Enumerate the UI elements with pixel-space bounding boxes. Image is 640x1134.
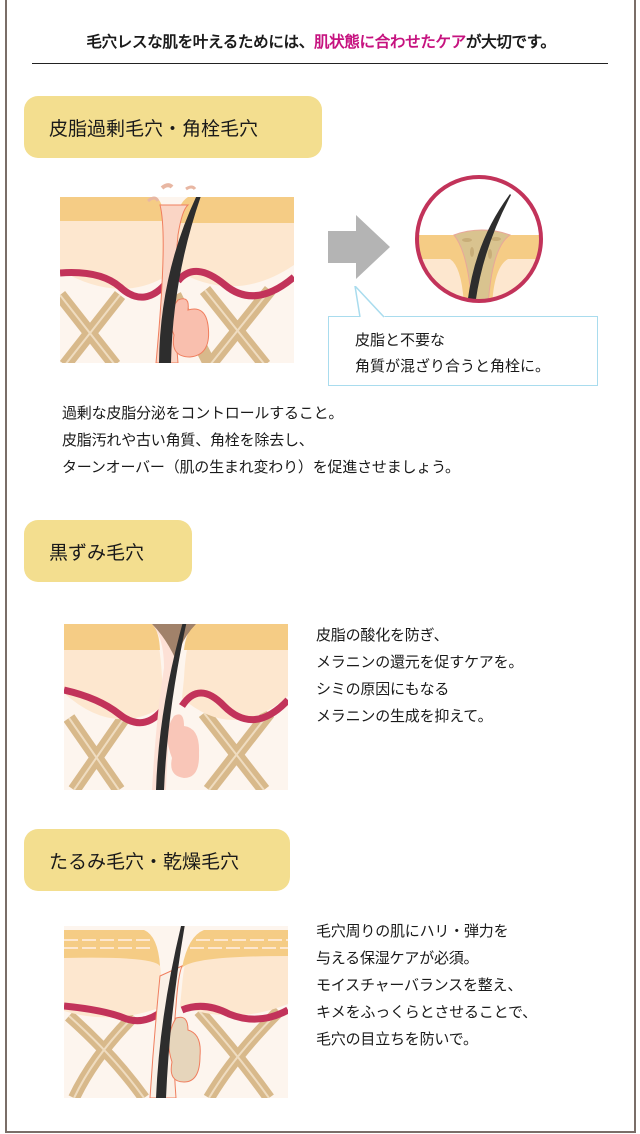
description-line: キメをふっくらとさせることで、: [316, 1003, 537, 1021]
section-label-dark-pores: 黒ずみ毛穴: [24, 520, 192, 582]
section-description: 毛穴周りの肌にハリ・弾力を 与える保湿ケアが必須。 モイスチャーバランスを整え、…: [316, 918, 537, 1053]
pore-closeup-circle: [415, 175, 543, 303]
pore-illustration-blackhead: [64, 624, 288, 790]
intro-prefix: 毛穴レスな肌を叶えるためには、: [86, 33, 314, 51]
intro-headline: 毛穴レスな肌を叶えるためには、肌状態に合わせたケアが大切です。: [34, 30, 608, 52]
section-title: 黒ずみ毛穴: [49, 541, 145, 564]
section-label-sagging-pores: たるみ毛穴・乾燥毛穴: [24, 829, 290, 891]
callout-line: 角質が混ざり合うと角栓に。: [355, 357, 551, 375]
description-line: モイスチャーバランスを整え、: [316, 976, 523, 994]
description-line: 皮脂の酸化を防ぎ、: [316, 626, 449, 644]
intro-divider: [32, 63, 608, 64]
description-line: 過剰な皮脂分泌をコントロールすること。: [62, 404, 344, 422]
section-label-sebum-pores: 皮脂過剰毛穴・角栓毛穴: [24, 96, 322, 158]
description-line: メラニンの還元を促すケアを。: [316, 653, 524, 671]
pore-illustration-sagging: [64, 926, 288, 1098]
section-description: 過剰な皮脂分泌をコントロールすること。 皮脂汚れや古い角質、角栓を除去し、 ター…: [62, 400, 460, 481]
description-line: メラニンの生成を抑えて。: [316, 707, 493, 725]
intro-highlight: 肌状態に合わせたケア: [313, 33, 466, 51]
arrow-right-icon: [328, 215, 390, 279]
pore-illustration-sebum: [60, 183, 294, 363]
section-title: たるみ毛穴・乾燥毛穴: [49, 850, 240, 873]
page-frame: [5, 0, 636, 1133]
callout-bubble: [328, 316, 598, 386]
callout-line: 皮脂と不要な: [355, 331, 446, 349]
description-line: 毛穴の目立ちを防いで。: [316, 1030, 478, 1048]
section-description: 皮脂の酸化を防ぎ、 メラニンの還元を促すケアを。 シミの原因にもなる メラニンの…: [316, 622, 523, 730]
section-title: 皮脂過剰毛穴・角栓毛穴: [49, 117, 259, 140]
description-line: 与える保湿ケアが必須。: [316, 949, 479, 967]
description-line: 皮脂汚れや古い角質、角栓を除去し、: [62, 431, 314, 449]
description-line: シミの原因にもなる: [316, 680, 450, 698]
callout-text: 皮脂と不要な 角質が混ざり合うと角栓に。: [355, 327, 550, 379]
description-line: 毛穴周りの肌にハリ・弾力を: [316, 922, 509, 940]
intro-suffix: が大切です。: [465, 33, 556, 51]
callout-tail: [354, 286, 386, 318]
description-line: ターンオーバー（肌の生まれ変わり）を促進させましょう。: [62, 458, 460, 476]
